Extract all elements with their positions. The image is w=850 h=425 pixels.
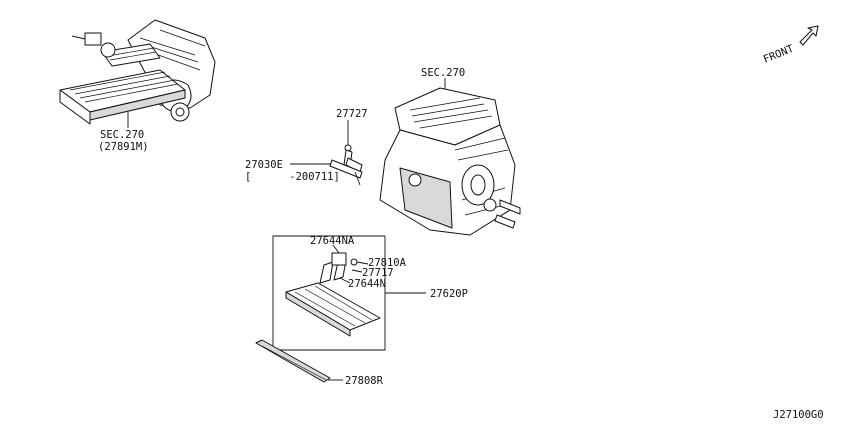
evaporator-kit-box: [272, 235, 426, 351]
label-27808r: 27808R: [345, 375, 384, 387]
front-arrow-icon: [799, 25, 819, 46]
label-sec270-top-left: SEC.270: [100, 129, 144, 141]
blower-assembly-drawing: [59, 19, 216, 128]
label-27644na: 27644NA: [310, 235, 355, 247]
part-27030e-drawing: [290, 159, 363, 186]
label-27891m: (27891M): [98, 141, 149, 153]
label-sec270-center: SEC.270: [421, 67, 465, 79]
diagram-code: J27100G0: [773, 409, 824, 421]
label-27644n: 27644N: [348, 278, 386, 290]
label-27030e-note: [ -200711]: [245, 171, 340, 183]
label-27727: 27727: [336, 108, 368, 120]
seal-strip-drawing: [255, 339, 343, 383]
part-27727-drawing: [343, 120, 363, 173]
label-front: FRONT: [762, 43, 796, 66]
label-27620p: 27620P: [430, 288, 468, 300]
label-27717: 27717: [362, 267, 394, 279]
label-27810a: 27810A: [368, 257, 407, 269]
heater-unit-drawing: [379, 78, 521, 236]
label-27030e: 27030E: [245, 159, 283, 171]
